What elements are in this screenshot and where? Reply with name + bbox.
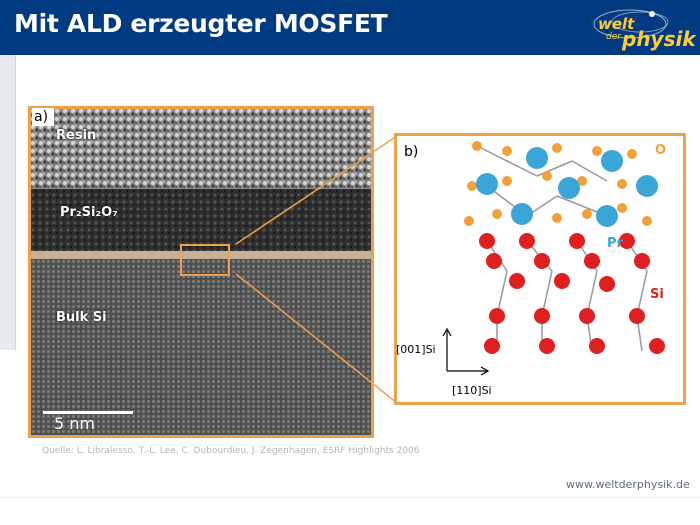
logo-word-physik: physik bbox=[622, 27, 696, 51]
orbit-icon bbox=[593, 9, 669, 39]
slide-header: Mit ALD erzeugter MOSFET welt der physik bbox=[0, 0, 700, 55]
silicon-label: Si bbox=[650, 287, 664, 302]
slide-title: Mit ALD erzeugter MOSFET bbox=[14, 9, 388, 38]
panel-b-label: b) bbox=[404, 144, 419, 160]
bulk-si-label: Bulk Si bbox=[56, 310, 107, 325]
oxygen-label: O bbox=[655, 143, 667, 158]
resin-label: Resin bbox=[56, 128, 97, 143]
logo-word-welt: welt bbox=[598, 15, 635, 33]
welt-der-physik-logo[interactable]: welt der physik bbox=[560, 2, 696, 54]
panel-a-label: a) bbox=[32, 108, 54, 126]
axis-001-label: [001]Si bbox=[396, 343, 436, 356]
axis-110-label: [110]Si bbox=[452, 384, 492, 397]
logo-word-der: der bbox=[606, 32, 621, 42]
footer-divider bbox=[0, 497, 700, 498]
tem-image-panel bbox=[28, 106, 374, 438]
praseodymium-label: Pr bbox=[607, 236, 623, 251]
left-accent-bar bbox=[0, 55, 16, 350]
atomic-model-panel bbox=[394, 133, 686, 405]
footer-url-link[interactable]: www.weltderphysik.de bbox=[566, 478, 690, 491]
scale-bar-label: 5 nm bbox=[54, 414, 95, 433]
tem-micrograph bbox=[31, 109, 371, 435]
atomic-structure-diagram bbox=[442, 141, 665, 376]
source-citation: Quelle: L. Libralesso, T.-L. Lee, C. Dub… bbox=[42, 446, 420, 456]
oxide-label: Pr₂Si₂O₇ bbox=[60, 205, 118, 220]
